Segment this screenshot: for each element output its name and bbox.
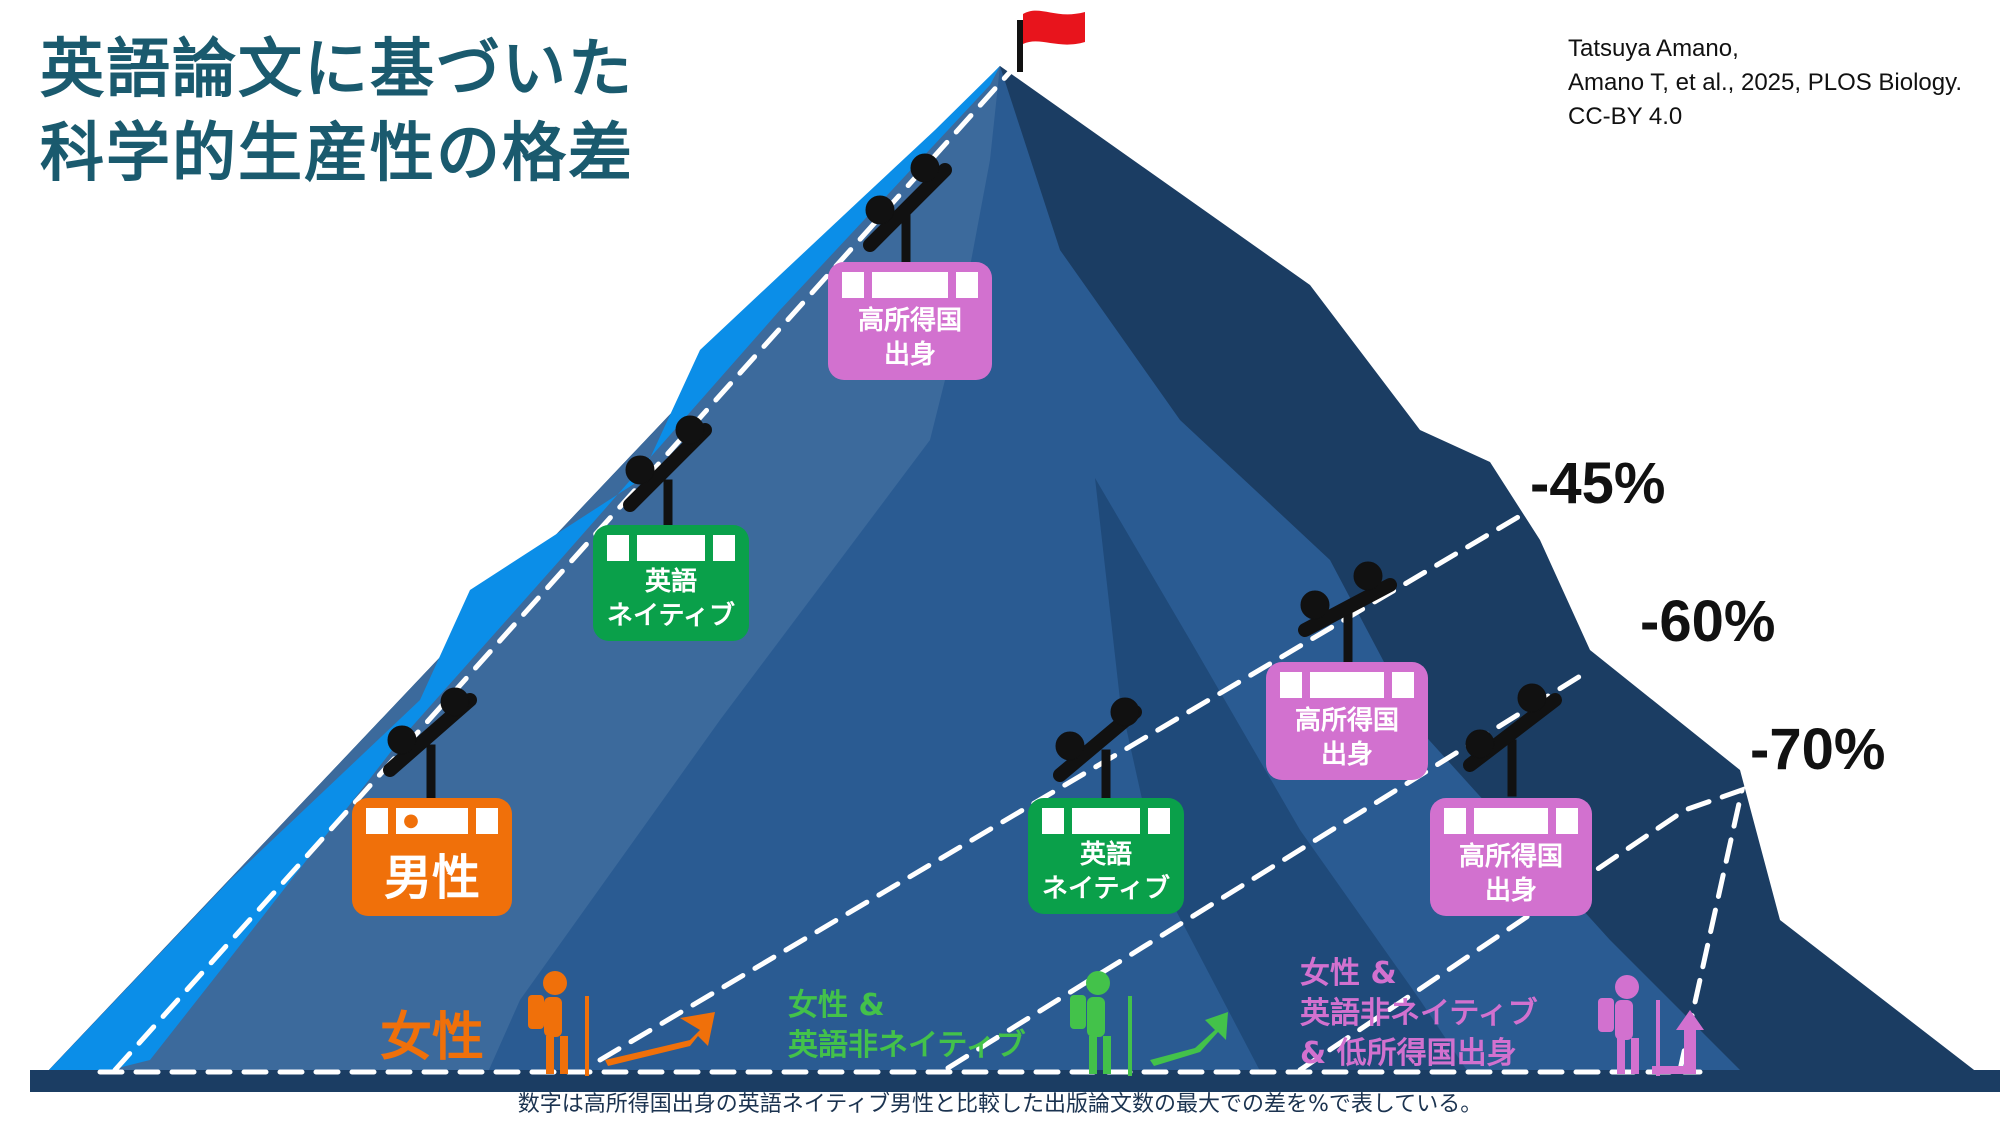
hiker-label-female-non-native-low-income: 女性 & 英語非ネイティブ & 低所得国出身 — [1300, 954, 1538, 1074]
route-45 — [597, 507, 1533, 1063]
title-line-2: 科学的生産性の格差 — [40, 117, 634, 191]
cabin-high-income-2: 高所得国 出身 — [1266, 662, 1428, 780]
hiker-label-line2: 英語非ネイティブ — [788, 1028, 1026, 1063]
cabin-label-line2: ネイティブ — [607, 601, 735, 631]
cabin-windows — [1444, 808, 1578, 834]
cabin-windows — [366, 808, 498, 834]
hiker-icon — [528, 971, 589, 1076]
hiker-label-line1: 女性 — [380, 1008, 485, 1068]
hiker-label-line1: 女性 & — [1300, 956, 1397, 991]
slope-highlight — [30, 66, 1000, 1090]
citation: Tatsuya Amano, Amano T, et al., 2025, PL… — [1568, 32, 1962, 134]
route-main — [112, 69, 1013, 1073]
hanger-icon — [863, 153, 952, 265]
cabin-label-line1: 高所得国 — [1458, 842, 1563, 872]
hiker-label-female: 女性 — [380, 1010, 484, 1066]
cabin-label-line1: 高所得国 — [1294, 706, 1399, 736]
arrow-icon — [605, 1012, 715, 1066]
cabin-label-line1: 英語 — [644, 567, 697, 597]
cabin-label-line2: 出身 — [1484, 876, 1537, 906]
credit-reference: Amano T, et al., 2025, PLOS Biology. — [1568, 69, 1963, 96]
cabin-label-line2: ネイティブ — [1042, 874, 1170, 904]
cabin-label-line1: 英語 — [1079, 840, 1132, 870]
cabin-label-line2: 出身 — [1320, 740, 1373, 770]
hanger-icon — [1463, 683, 1562, 797]
hiker-label-female-non-native: 女性 & 英語非ネイティブ — [788, 986, 1026, 1066]
person-icon: ● — [403, 810, 419, 831]
cabin-windows — [842, 272, 978, 298]
cabin-windows — [1280, 672, 1414, 698]
hanger-icon — [1053, 697, 1142, 803]
cabin-windows — [1042, 808, 1170, 834]
cable-hangers — [383, 153, 1562, 806]
credit-author: Tatsuya Amano, — [1568, 35, 1739, 62]
hiker-icon — [1598, 975, 1660, 1076]
flag-icon — [1023, 10, 1085, 45]
page-title: 英語論文に基づいた 科学的生産性の格差 — [40, 28, 634, 196]
hanger-icon — [1298, 561, 1397, 665]
cabin-label-line2: 出身 — [883, 340, 936, 370]
gap-label-60: -60% — [1640, 589, 1776, 654]
hiker-label-line3: & 低所得国出身 — [1300, 1036, 1517, 1071]
hiker-icon — [1070, 971, 1132, 1076]
arrow-icon — [1652, 1010, 1704, 1074]
title-line-1: 英語論文に基づいた — [40, 33, 634, 107]
cabin-windows — [607, 535, 735, 561]
mountain-gully — [1095, 478, 1480, 1090]
arrow-icon — [1150, 1012, 1228, 1066]
gap-label-70: -70% — [1750, 717, 1886, 782]
flag-pole — [1017, 20, 1023, 72]
cabin-english-native-1: 英語 ネイティブ — [593, 525, 749, 641]
cabin-male-label: 男性 — [383, 850, 480, 906]
cabin-male: ● 男性 — [352, 798, 512, 916]
hiker-label-line2: 英語非ネイティブ — [1300, 996, 1538, 1031]
hanger-icon — [623, 415, 712, 529]
cabin-label-line1: 高所得国 — [857, 306, 962, 336]
cabin-english-native-2: 英語 ネイティブ — [1028, 798, 1184, 914]
credit-license: CC-BY 4.0 — [1568, 103, 1683, 130]
cabin-high-income-3: 高所得国 出身 — [1430, 798, 1592, 916]
mountain-base — [30, 1070, 2000, 1092]
cabin-high-income-1: 高所得国 出身 — [828, 262, 992, 380]
footnote: 数字は高所得国出身の英語ネイティブ男性と比較した出版論文数の最大での差を%で表し… — [517, 1092, 1483, 1117]
hiker-label-line1: 女性 & — [788, 988, 885, 1023]
gap-label-45: -45% — [1530, 451, 1666, 516]
route-70 — [1297, 786, 1746, 1073]
